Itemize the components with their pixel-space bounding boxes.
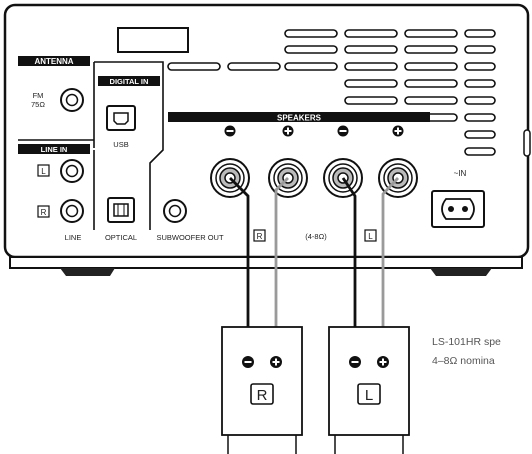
line-in-r-jack[interactable] (60, 199, 84, 223)
wire-r-positive (274, 177, 289, 362)
subwoofer-out-jack[interactable] (163, 199, 187, 223)
usb-port[interactable] (106, 105, 136, 131)
wire-l-negative (341, 177, 357, 362)
plus-icon (377, 356, 389, 368)
speaker-l-badge (364, 229, 377, 242)
speaker-wires (229, 177, 400, 362)
minus-icon (224, 125, 236, 137)
ac-inlet[interactable] (431, 190, 485, 228)
panel-polarity-symbols (224, 125, 404, 137)
usb-label: USB (113, 140, 128, 149)
top-slot (117, 27, 189, 53)
speaker-r-badge (253, 229, 266, 242)
line-l-badge-text: L (41, 167, 46, 176)
plus-icon (282, 125, 294, 137)
minus-icon (242, 356, 254, 368)
wire-r-negative (229, 177, 250, 362)
minus-icon (349, 356, 361, 368)
plus-icon (270, 356, 282, 368)
fm-label-2: 75Ω (31, 100, 45, 109)
optical-label: OPTICAL (105, 233, 137, 242)
section-dividers (18, 61, 164, 230)
line-l-badge (37, 164, 50, 177)
fm-label-1: FM (33, 91, 44, 100)
impedance-label: (4-8Ω) (305, 232, 327, 241)
fm-antenna-jack[interactable] (60, 88, 84, 112)
right-foot (430, 268, 492, 276)
speaker-r-badge-text: R (257, 232, 263, 241)
plus-icon (392, 125, 404, 137)
digital-in-header-text: DIGITAL IN (110, 77, 149, 86)
speaker-l-badge-text: L (368, 232, 373, 241)
panel-base (9, 256, 523, 269)
antenna-header-text: ANTENNA (34, 57, 73, 66)
ac-in-label: ~IN (454, 169, 467, 178)
vent-grille (167, 29, 496, 156)
left-foot (60, 268, 115, 276)
line-in-header (18, 144, 90, 154)
line-in-header-text: LINE IN (41, 145, 68, 154)
minus-icon (337, 125, 349, 137)
speaker-left: L (328, 326, 410, 454)
line-label: LINE (65, 233, 82, 242)
wire-l-positive (381, 177, 400, 362)
line-r-badge (37, 205, 50, 218)
speakers-header-text: SPEAKERS (277, 114, 322, 123)
speaker-left-badge-text: L (365, 387, 373, 404)
antenna-header (18, 56, 90, 66)
optical-port[interactable] (107, 197, 135, 223)
side-handle (523, 129, 531, 157)
digital-in-header (98, 76, 160, 86)
speakers-header (168, 112, 430, 122)
line-in-l-jack[interactable] (60, 159, 84, 183)
subwoofer-label: SUBWOOFER OUT (156, 233, 224, 242)
note-line-1: LS-101HR spe (432, 336, 501, 348)
speaker-right-badge-text: R (257, 387, 268, 404)
line-r-badge-text: R (41, 208, 47, 217)
speaker-right-badge (250, 383, 274, 405)
speaker-right: R (221, 326, 303, 454)
speaker-left-badge (357, 383, 381, 405)
note-line-2: 4–8Ω nomina (432, 355, 495, 367)
